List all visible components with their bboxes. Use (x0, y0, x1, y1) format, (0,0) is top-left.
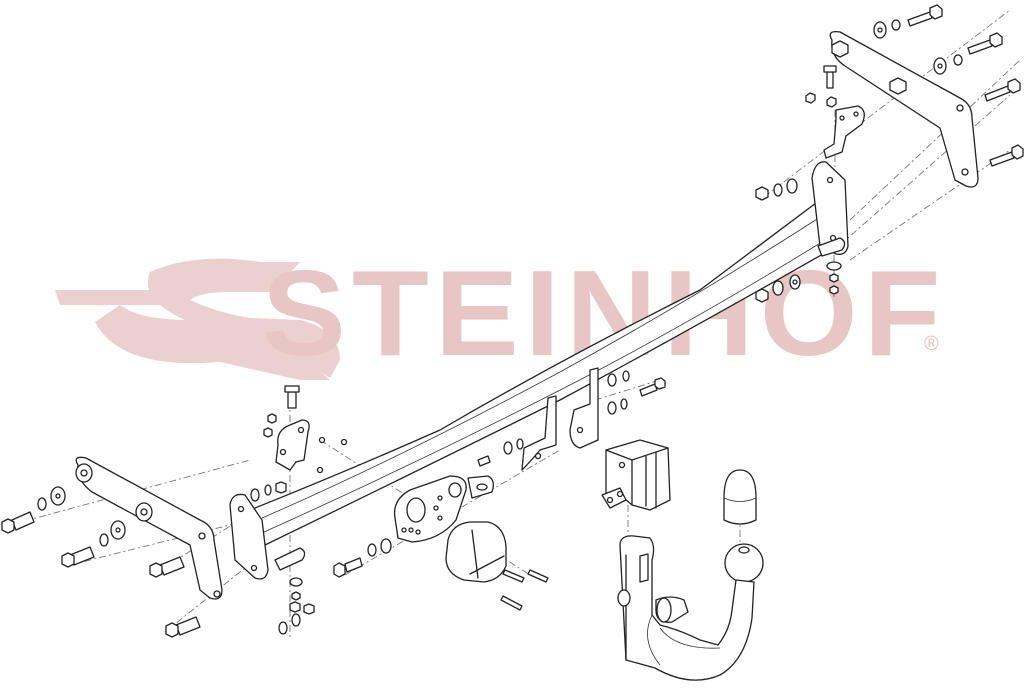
right-side-bracket (805, 4, 1024, 188)
electrical-socket (333, 521, 549, 611)
left-mounting-plate (263, 385, 348, 474)
ball-cover-cap (723, 469, 757, 525)
receiver-socket-housing (601, 439, 671, 511)
left-fasteners (1, 481, 315, 638)
center-beam-brackets (477, 367, 666, 471)
right-mounting-plate (823, 105, 865, 159)
right-end-fasteners (755, 178, 842, 303)
cross-beam (229, 161, 849, 580)
electrical-socket-plate (393, 475, 494, 543)
assembly-guide-lines (9, 9, 1021, 640)
left-side-bracket (75, 456, 223, 600)
detachable-ball-neck (617, 535, 764, 681)
